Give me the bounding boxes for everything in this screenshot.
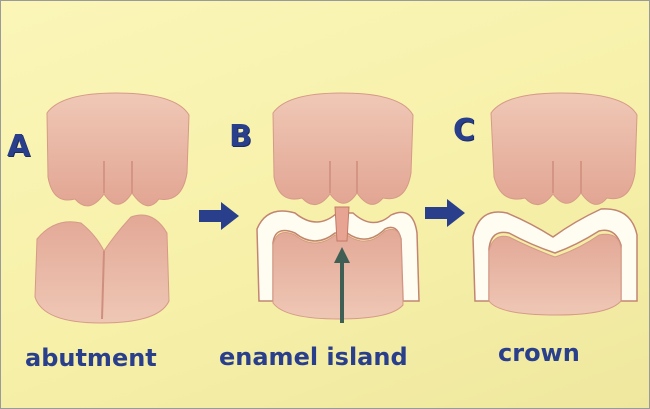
panel-label-a: A xyxy=(7,129,30,164)
right-arrow-icon xyxy=(425,199,465,227)
upper-molar-a xyxy=(47,93,189,206)
caption-enamel-island: enamel island xyxy=(219,343,408,371)
caption-abutment: abutment xyxy=(25,344,157,372)
upper-molar-c xyxy=(491,93,637,205)
caption-crown: crown xyxy=(498,339,580,367)
panel-b-teeth xyxy=(257,93,419,319)
right-arrow-icon xyxy=(199,202,239,230)
panel-label-c: C xyxy=(453,113,475,148)
lower-tooth-b xyxy=(273,229,403,319)
panel-a-teeth xyxy=(35,93,189,323)
panel-label-b: B xyxy=(229,119,252,154)
panel-c-teeth xyxy=(473,93,637,315)
upper-molar-b xyxy=(273,93,413,205)
enamel-island xyxy=(335,207,349,241)
